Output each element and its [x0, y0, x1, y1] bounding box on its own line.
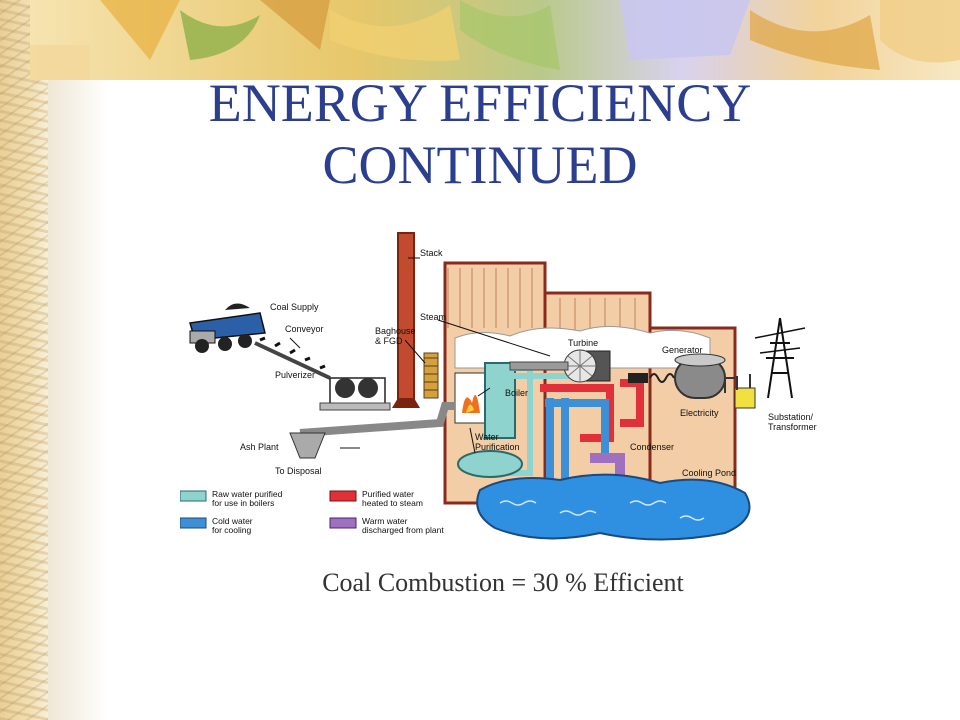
title-line-2: CONTINUED [322, 135, 638, 195]
label-stack: Stack [420, 248, 443, 258]
power-plant-diagram: Stack Coal Supply Steam Conveyor Baghous… [180, 232, 817, 541]
label-turbine: Turbine [568, 338, 598, 348]
label-substation-1: Substation/ [768, 412, 814, 422]
baghouse [423, 352, 439, 399]
label-baghouse-2: & FGD [375, 336, 403, 346]
border-fade [48, 0, 108, 720]
legend-raw-water-line2: for use in boilers [212, 498, 274, 508]
label-boiler: Boiler [505, 388, 528, 398]
legend-cold-water-line1: Cold water [212, 516, 253, 526]
legend-warm-water-line1: Warm water [362, 516, 408, 526]
legend-swatch-cold-water [180, 517, 207, 529]
label-water-purification-1: Water [475, 432, 499, 442]
label-pulverizer: Pulverizer [275, 370, 315, 380]
label-pointers [289, 257, 551, 454]
parchment-border [0, 0, 48, 720]
slide-title: ENERGY EFFICIENCY CONTINUED [150, 72, 810, 196]
power-tower-icon [724, 317, 806, 409]
coal-truck-icon [189, 303, 266, 353]
legend-warm-water-line2: discharged from plant [362, 525, 444, 535]
legend-swatch-raw-water [180, 490, 207, 502]
legend-purified-water-line1: Purified water [362, 489, 414, 499]
label-coal-supply: Coal Supply [270, 302, 319, 312]
legend-purified-water-line2: heated to steam [362, 498, 423, 508]
coal-conveyor [254, 341, 331, 380]
label-electricity: Electricity [680, 408, 719, 418]
label-to-disposal: To Disposal [275, 466, 322, 476]
ash-conveyor [299, 402, 455, 437]
generator [628, 353, 726, 399]
label-cooling-pond: Cooling Pond [682, 468, 736, 478]
cooling-pond [476, 473, 751, 541]
legend-swatch-warm-water [329, 517, 357, 529]
boiler [454, 362, 516, 439]
label-substation-2: Transformer [768, 422, 817, 432]
label-ash-plant: Ash Plant [240, 442, 279, 452]
ash-plant [289, 432, 326, 459]
leaf-banner [30, 0, 960, 80]
label-baghouse-1: Baghouse [375, 326, 416, 336]
purification-tank [457, 450, 523, 478]
label-water-purification-2: Purification [475, 442, 520, 452]
diagram-legend: Raw water purified for use in boilers Pu… [180, 489, 444, 535]
legend-raw-water-line1: Raw water purified [212, 489, 283, 499]
label-generator: Generator [662, 345, 703, 355]
label-steam: Steam [420, 312, 446, 322]
turbine [509, 349, 611, 383]
label-conveyor: Conveyor [285, 324, 324, 334]
legend-swatch-purified-water [329, 490, 357, 502]
label-condenser: Condenser [630, 442, 674, 452]
legend-cold-water-line2: for cooling [212, 525, 251, 535]
smokestack [392, 232, 420, 408]
slide-caption: Coal Combustion = 30 % Efficient [322, 568, 684, 597]
title-line-1: ENERGY EFFICIENCY [208, 73, 752, 133]
pulverizer [319, 377, 391, 411]
